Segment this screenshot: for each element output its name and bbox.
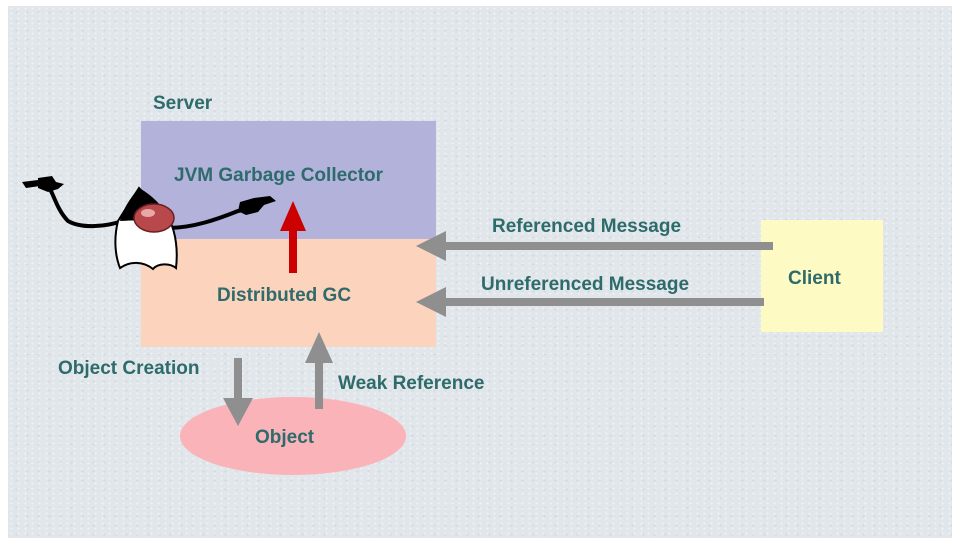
distributed-gc-label: Distributed GC xyxy=(217,285,352,306)
object-creation-arrow xyxy=(223,358,253,426)
unreferenced-message-arrow xyxy=(416,287,764,317)
duke-mascot-icon xyxy=(22,176,276,271)
jvm-garbage-collector-label: JVM Garbage Collector xyxy=(174,165,384,186)
referenced-message-label: Referenced Message xyxy=(492,216,682,237)
diagram-canvas: Server JVM Garbage Collector Distributed… xyxy=(8,6,952,538)
unreferenced-message-label: Unreferenced Message xyxy=(481,274,690,295)
distributed-to-jvm-arrow xyxy=(280,201,306,273)
client-box: Client xyxy=(761,220,883,332)
jvm-garbage-collector-box: JVM Garbage Collector xyxy=(141,121,436,239)
client-label: Client xyxy=(788,268,841,289)
object-label: Object xyxy=(255,427,315,448)
referenced-message-arrow xyxy=(416,231,773,261)
distributed-gc-box: Distributed GC xyxy=(141,239,436,347)
server-label: Server xyxy=(153,93,213,114)
weak-reference-arrow xyxy=(305,332,333,409)
weak-reference-label: Weak Reference xyxy=(338,373,485,394)
object-creation-label: Object Creation xyxy=(58,358,200,379)
